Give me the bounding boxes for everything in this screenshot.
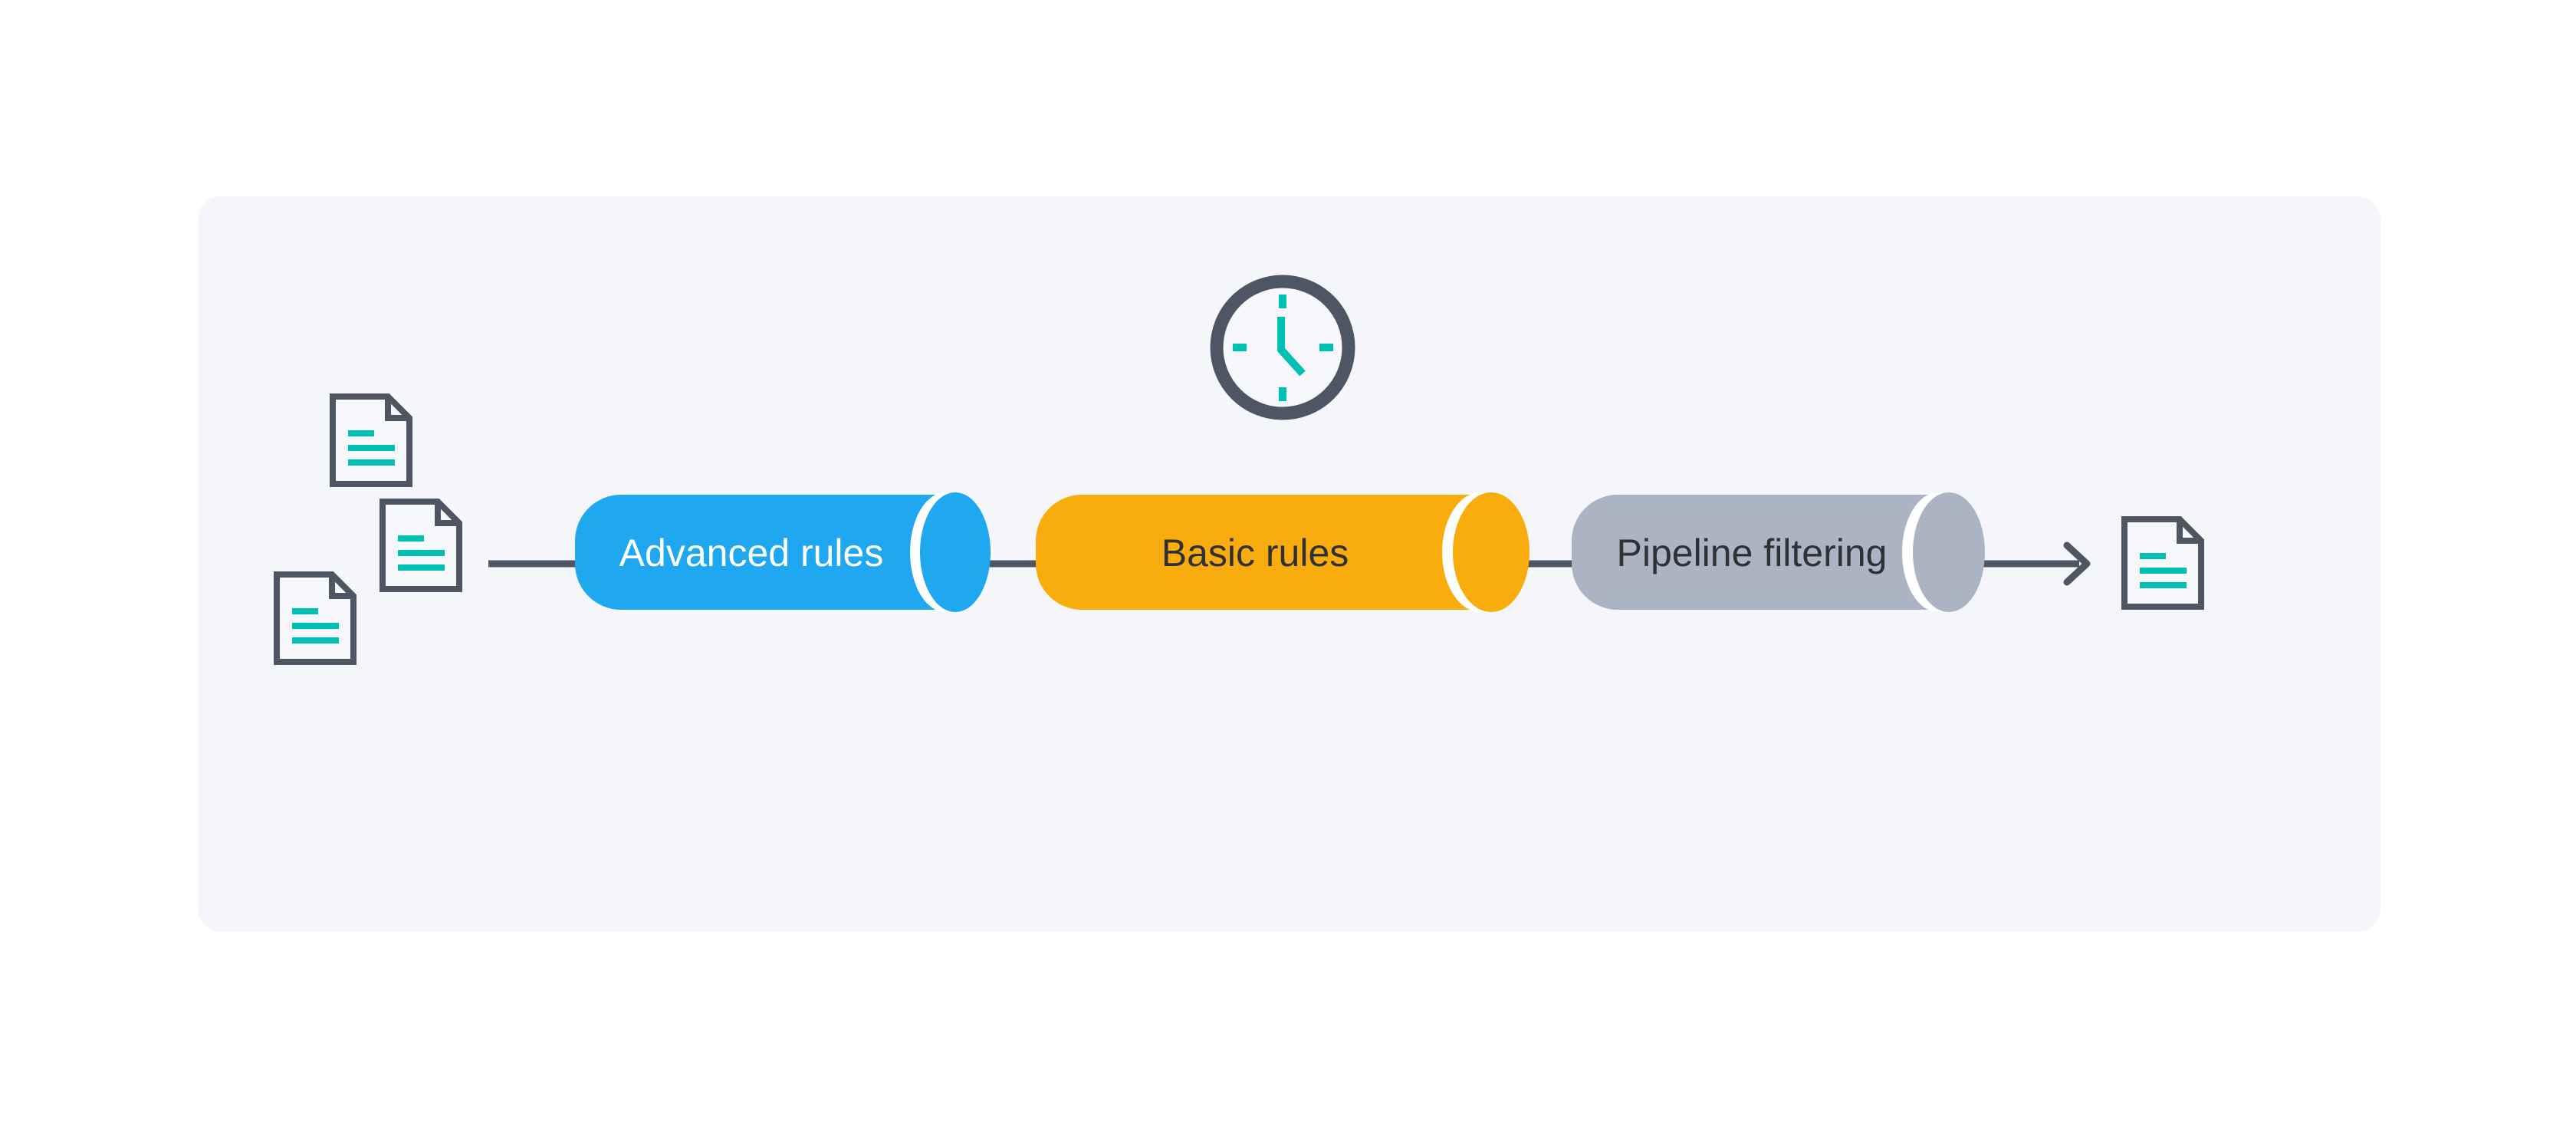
clock-tick (1319, 344, 1333, 351)
cylinder-cap (1453, 492, 1530, 612)
clock-tick (1233, 344, 1247, 351)
stage-label: Basic rules (1162, 532, 1349, 574)
clock-hands (1277, 317, 1306, 377)
cylinder-body (1572, 495, 1949, 610)
document-icon (277, 574, 353, 662)
stage-label: Advanced rules (619, 532, 884, 574)
stage-pipeline-filtering: Pipeline filtering (1572, 492, 1985, 612)
cylinder-cap (1913, 492, 1985, 612)
cylinder-body (575, 495, 955, 610)
document-icon (333, 397, 409, 484)
clock-icon (1210, 275, 1355, 420)
document-icon (383, 502, 459, 589)
cylinder-body (1036, 495, 1491, 610)
arrow-right-icon (2063, 541, 2091, 586)
stage-advanced-rules: Advanced rules (575, 492, 991, 612)
stage-basic-rules: Basic rules (1036, 492, 1530, 612)
clock-tick (1279, 387, 1286, 401)
document-icon (2124, 519, 2201, 607)
cylinder-cap (920, 492, 991, 612)
output-document (2124, 519, 2201, 607)
clock-tick (1279, 295, 1286, 308)
stage-label: Pipeline filtering (1617, 532, 1888, 574)
